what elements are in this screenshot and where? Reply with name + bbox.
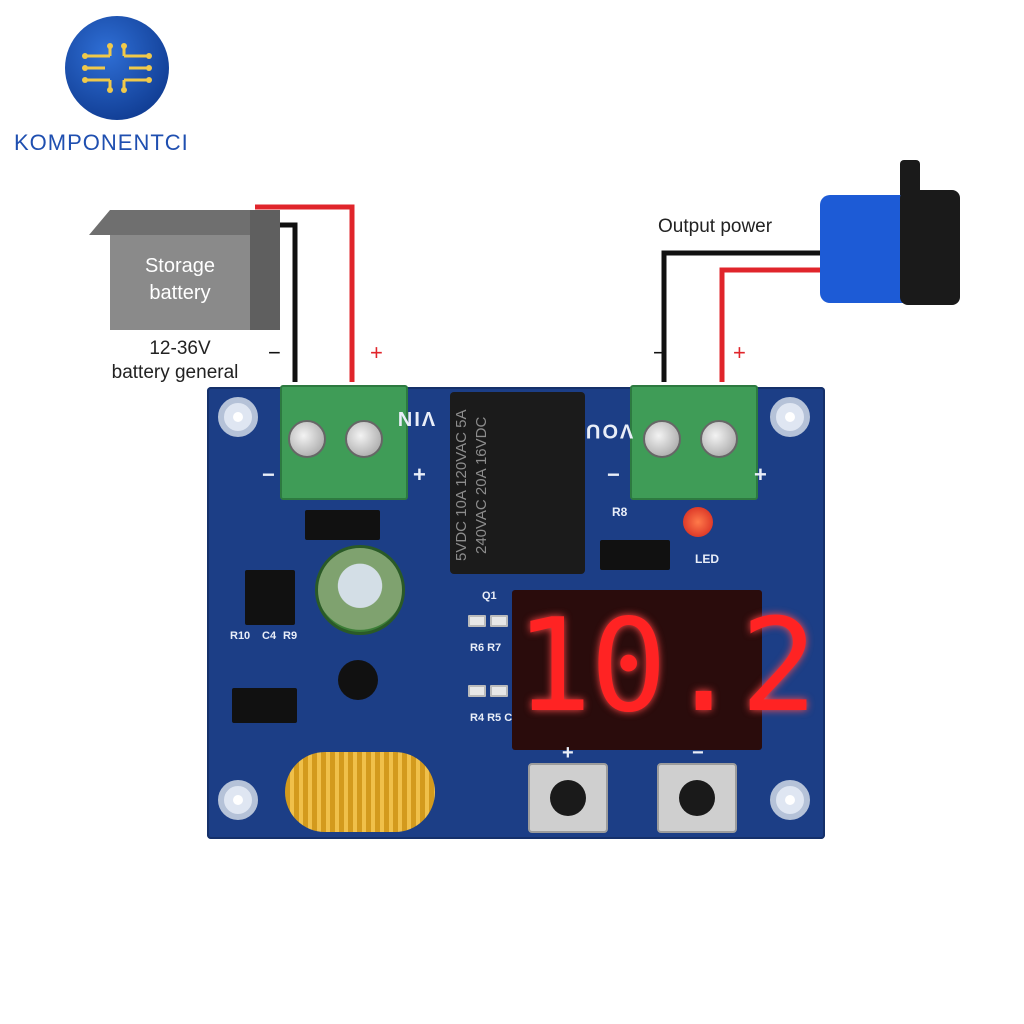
inductor-coil (285, 752, 435, 832)
vout-plus-label: + (754, 462, 767, 487)
vout-minus-label: − (607, 462, 620, 487)
input-screw-plus-icon[interactable] (345, 420, 383, 458)
vin-label: VIN (395, 407, 436, 430)
pump-back-housing (900, 190, 960, 305)
plus-button[interactable] (528, 763, 608, 833)
minus-button[interactable] (657, 763, 737, 833)
pcb-label-r4-r5-c8: R4 R5 C8 (470, 712, 519, 724)
r8-label: R8 (612, 505, 628, 519)
plus-button-label: + (562, 742, 574, 764)
output-power-label: Output power (658, 216, 773, 237)
seven-segment-display (512, 590, 762, 750)
status-led-icon (683, 507, 713, 537)
output-minus-sign: − (653, 340, 666, 365)
smd-resistor (468, 685, 486, 697)
smd-resistor (490, 685, 508, 697)
minus-button-label: − (692, 742, 704, 764)
storage-battery-icon (110, 235, 250, 330)
diode-chip (600, 540, 670, 570)
pcb-label-r6-r7: R6 R7 (470, 642, 502, 654)
battery-side (250, 210, 280, 330)
display-voltage-readout: 10.2 (515, 592, 817, 741)
led-label: LED (695, 552, 719, 566)
electrolytic-capacitor (315, 545, 405, 635)
input-diode-chip (305, 510, 380, 540)
battery-plus-sign: + (370, 340, 383, 365)
mounting-hole-top-left (218, 397, 258, 437)
small-capacitor (338, 660, 378, 700)
pcb-label-q1: Q1 (482, 590, 497, 602)
smd-resistor (490, 615, 508, 627)
mounting-hole-bottom-left (218, 780, 258, 820)
ic-chip (245, 570, 295, 625)
output-screw-plus-icon[interactable] (700, 420, 738, 458)
relay (450, 392, 585, 574)
pcb-label-r9: R9 (283, 630, 298, 642)
vin-plus-label: + (413, 462, 426, 487)
battery-label-line1: Storage (144, 255, 216, 277)
smd-resistor (468, 615, 486, 627)
pcb-label-r10: R10 (230, 630, 251, 642)
brand-name: KOMPONENTCI (14, 130, 189, 155)
brand-logo-icon (65, 16, 169, 120)
pcb-label-c4: C4 (262, 630, 277, 642)
output-plus-sign: + (733, 340, 746, 365)
battery-general-label: battery general (111, 362, 239, 383)
relay-rating-text: 5VDC 10A 120VAC 5A 240VAC 20A 16VDC (453, 409, 490, 561)
battery-minus-sign: − (268, 340, 281, 365)
input-screw-minus-icon[interactable] (288, 420, 326, 458)
vin-minus-label: − (262, 462, 275, 487)
schottky-diode-chip (232, 688, 297, 723)
output-screw-minus-icon[interactable] (643, 420, 681, 458)
mounting-hole-top-right (770, 397, 810, 437)
battery-voltage-range: 12-36V (149, 338, 211, 359)
mounting-hole-bottom-right (770, 780, 810, 820)
battery-label-line2: battery (149, 282, 211, 304)
